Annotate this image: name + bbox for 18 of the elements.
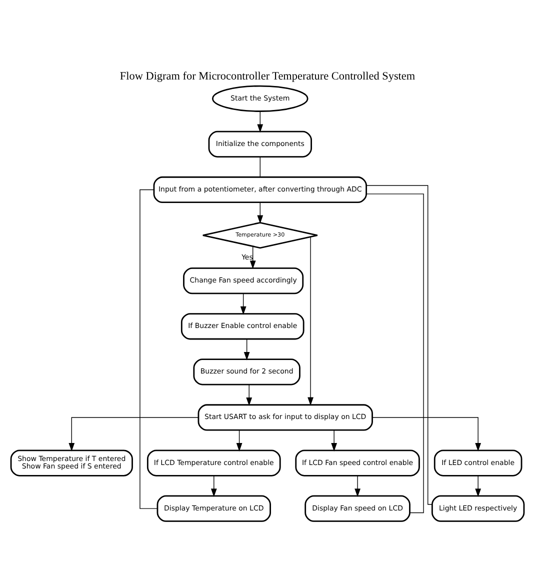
arrow	[331, 429, 338, 451]
connector	[366, 184, 432, 504]
arrow	[236, 429, 242, 451]
connector	[140, 188, 158, 508]
arrow	[308, 236, 314, 406]
arrow	[475, 474, 482, 497]
arrow	[372, 416, 482, 451]
diagram-title: Flow Digram for Microcontroller Temperature Controlled System	[120, 70, 416, 82]
arrow	[257, 202, 264, 224]
arrow	[257, 110, 264, 132]
arrow	[250, 245, 256, 269]
arrow	[354, 474, 360, 497]
connector	[366, 193, 424, 513]
arrow	[244, 338, 250, 360]
arrow	[68, 416, 199, 451]
arrow	[210, 474, 217, 497]
arrow	[240, 292, 246, 314]
arrow	[246, 384, 252, 406]
